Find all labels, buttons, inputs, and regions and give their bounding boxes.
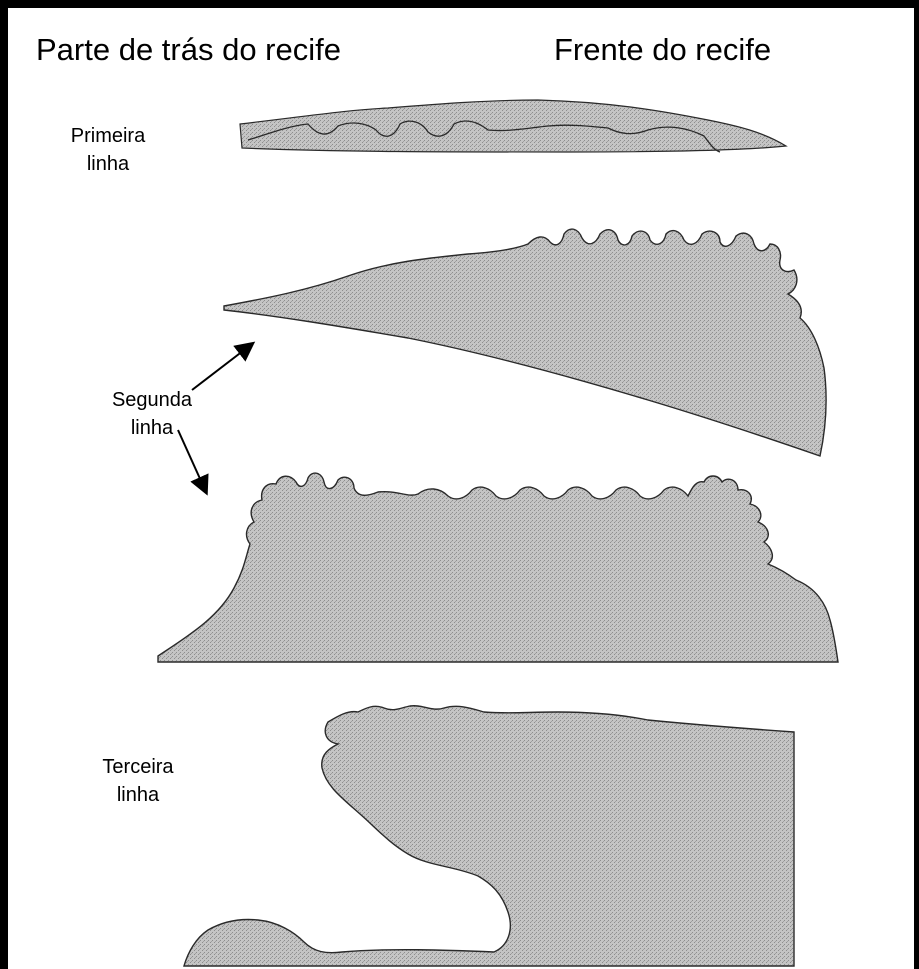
arrow-to-lower-second-line bbox=[177, 429, 209, 496]
second-line-label-word2: linha bbox=[130, 417, 174, 439]
third-line-label-word2: linha bbox=[116, 784, 160, 806]
second-line-label: Segunda linha bbox=[92, 386, 212, 442]
reef-illustration bbox=[157, 99, 839, 967]
first-line-label-word2: linha bbox=[86, 153, 130, 175]
reef-second-line-lower bbox=[157, 472, 839, 663]
reef-first-line bbox=[239, 99, 788, 153]
arrow-to-upper-second-line bbox=[191, 341, 256, 391]
reef-first-line-inner-edge bbox=[247, 120, 721, 153]
second-line-label-word1: Segunda bbox=[111, 389, 193, 411]
third-line-label: Terceira linha bbox=[78, 753, 198, 809]
back-reef-header: Parte de trás do recife bbox=[36, 32, 341, 67]
reef-second-line-upper bbox=[223, 228, 827, 457]
first-line-label: Primeira linha bbox=[48, 122, 168, 178]
reef-third-line bbox=[183, 704, 795, 967]
reef-front-header: Frente do recife bbox=[554, 32, 772, 67]
first-line-label-word1: Primeira bbox=[70, 125, 146, 147]
third-line-label-word1: Terceira bbox=[102, 756, 174, 778]
